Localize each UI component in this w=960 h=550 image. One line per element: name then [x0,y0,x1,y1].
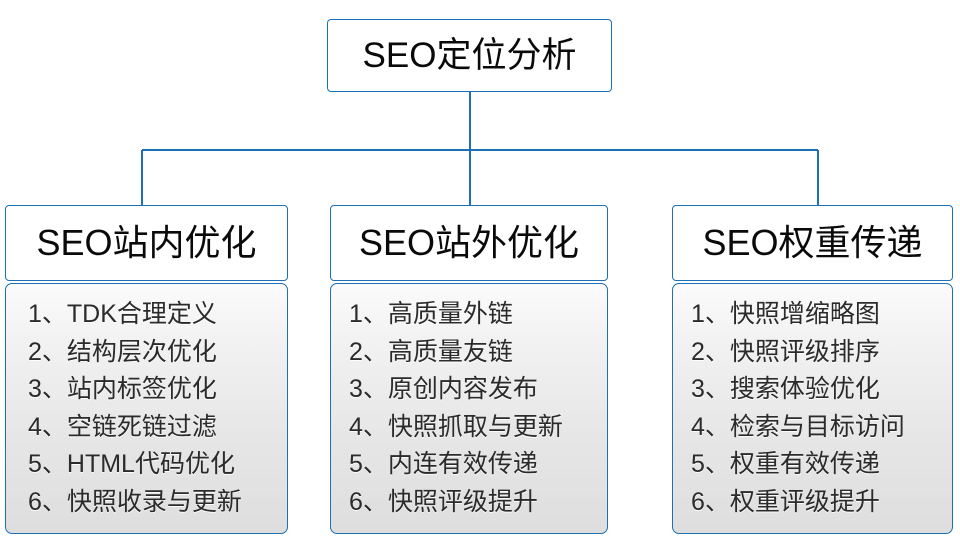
branch-header-seo-offsite[interactable]: SEO站外优化 [330,205,608,281]
branch-header-label: SEO权重传递 [702,222,923,263]
list-item: 2、高质量友链 [349,337,513,366]
branch-header-seo-weight[interactable]: SEO权重传递 [672,205,953,281]
list-item: 6、快照收录与更新 [28,487,242,516]
branch-seo-onsite: SEO站内优化 1、TDK合理定义 2、结构层次优化 3、站内标签优化 4、空链… [5,205,288,534]
list-item: 2、快照评级排序 [691,337,880,366]
branch-list-seo-onsite: 1、TDK合理定义 2、结构层次优化 3、站内标签优化 4、空链死链过滤 5、H… [6,296,287,521]
list-item: 6、快照评级提升 [349,487,538,516]
list-item: 3、原创内容发布 [349,375,538,403]
list-item: 5、HTML代码优化 [28,450,235,478]
root-node-label: SEO定位分析 [362,36,577,75]
list-item: 4、快照抓取与更新 [349,412,563,441]
list-item: 3、站内标签优化 [28,375,217,403]
list-item: 3、搜索体验优化 [691,375,880,403]
list-item: 5、内连有效传递 [349,450,538,478]
branch-header-label: SEO站外优化 [358,222,580,263]
list-item: 6、权重评级提升 [691,487,880,516]
list-item: 4、检索与目标访问 [691,412,905,441]
list-item: 1、高质量外链 [349,300,513,328]
root-node[interactable]: SEO定位分析 [327,19,612,92]
list-item: 4、空链死链过滤 [28,412,217,441]
branch-list-seo-weight: 1、快照增缩略图 2、快照评级排序 3、搜索体验优化 4、检索与目标访问 5、权… [673,296,952,521]
list-item: 1、TDK合理定义 [28,300,217,328]
branch-body-seo-offsite: 1、高质量外链 2、高质量友链 3、原创内容发布 4、快照抓取与更新 5、内连有… [330,283,608,534]
list-item: 2、结构层次优化 [28,337,217,366]
branch-body-seo-onsite: 1、TDK合理定义 2、结构层次优化 3、站内标签优化 4、空链死链过滤 5、H… [5,283,288,534]
list-item: 1、快照增缩略图 [691,300,880,328]
branch-body-seo-weight: 1、快照增缩略图 2、快照评级排序 3、搜索体验优化 4、检索与目标访问 5、权… [672,283,953,534]
branch-header-label: SEO站内优化 [36,222,257,263]
branch-seo-offsite: SEO站外优化 1、高质量外链 2、高质量友链 3、原创内容发布 4、快照抓取与… [330,205,608,534]
branch-header-seo-onsite[interactable]: SEO站内优化 [5,205,288,281]
branch-list-seo-offsite: 1、高质量外链 2、高质量友链 3、原创内容发布 4、快照抓取与更新 5、内连有… [331,296,607,521]
list-item: 5、权重有效传递 [691,450,880,478]
branch-seo-weight: SEO权重传递 1、快照增缩略图 2、快照评级排序 3、搜索体验优化 4、检索与… [672,205,953,534]
